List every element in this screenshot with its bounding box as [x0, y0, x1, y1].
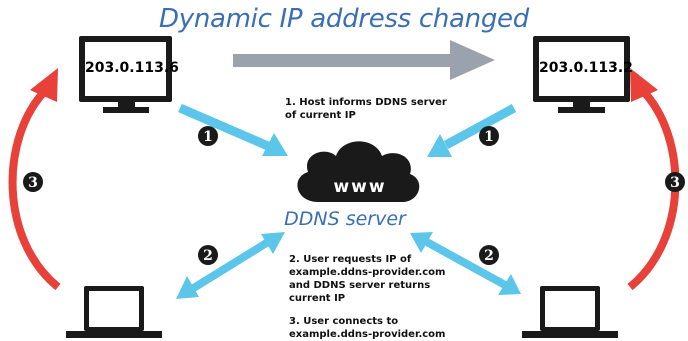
step3-note-line: 3. User connects to: [289, 316, 399, 327]
step2-note-line: example.ddns-provider.com: [289, 267, 446, 278]
svg-text:2: 2: [203, 248, 213, 264]
left-desktop-icon: [79, 36, 172, 113]
step3-left-arc: [8, 68, 61, 291]
step2-left-arrow: [176, 232, 285, 299]
step3-left-badge: 3: [23, 172, 43, 192]
ip-change-arrow: [233, 40, 495, 80]
svg-text:1: 1: [484, 129, 494, 145]
right-desktop-icon: [533, 36, 630, 113]
step1-right-badge: 1: [479, 126, 499, 146]
svg-text:3: 3: [670, 175, 680, 191]
step1-left-arrow: [178, 103, 288, 156]
step2-left-badge: 2: [198, 245, 218, 265]
left-host-ip: 203.0.113.6: [85, 60, 179, 76]
step2-right-badge: 2: [479, 245, 499, 265]
ddns-server-label: DDNS server: [284, 208, 406, 230]
step2-note: 2. User requests IP of example.ddns-prov…: [289, 253, 445, 305]
svg-text:2: 2: [484, 248, 494, 264]
step3-note-line: example.ddns-provider.com: [289, 329, 446, 340]
step2-right-arrow: [410, 232, 521, 295]
step2-note-line: 2. User requests IP of: [289, 254, 412, 265]
svg-text:3: 3: [28, 175, 38, 191]
left-laptop-icon: [66, 286, 162, 338]
step1-left-badge: 1: [198, 126, 218, 146]
step1-note: 1. Host informs DDNS server of current I…: [285, 96, 447, 122]
diagram-title: Dynamic IP address changed: [159, 4, 529, 34]
step2-note-line: current IP: [289, 293, 346, 304]
ddns-cloud-icon: [297, 141, 420, 202]
step1-note-line: of current IP: [285, 110, 356, 121]
step1-right-arrow: [427, 104, 517, 157]
step1-note-line: 1. Host informs DDNS server: [285, 97, 447, 108]
right-laptop-icon: [522, 286, 618, 338]
step2-note-line: and DDNS server returns: [289, 280, 431, 291]
step3-note: 3. User connects to example.ddns-provide…: [289, 315, 445, 341]
cloud-www-text: www: [333, 177, 386, 197]
step3-right-badge: 3: [665, 172, 685, 192]
right-host-ip: 203.0.113.2: [539, 60, 633, 76]
svg-text:1: 1: [203, 129, 213, 145]
